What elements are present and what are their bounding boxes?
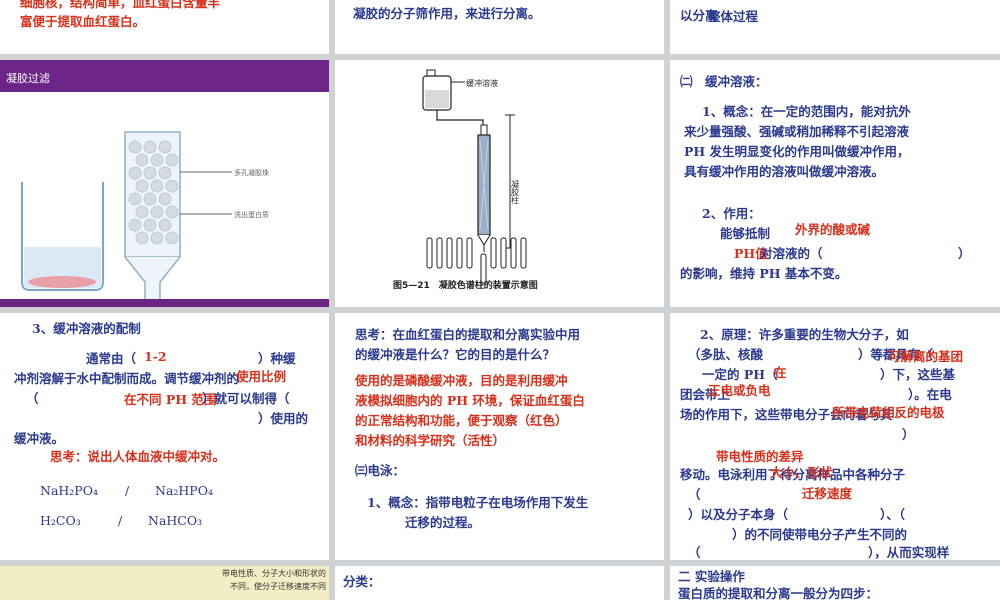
question-line-2: 的缓冲液是什么？它的目的是什么？ xyxy=(355,347,556,362)
function-answer-2: PH值 xyxy=(734,246,768,261)
answer-line-3: 的正常结构和功能，便于观察（红色） xyxy=(355,413,568,428)
slide-7[interactable]: 3、缓冲溶液的配制 通常由（ 1-2 ）种缓 冲剂溶解于水中配制而成。调节缓冲剂… xyxy=(0,313,329,560)
figure-caption: 图5—21 凝胶色谱柱的装置示意图 xyxy=(393,279,538,291)
slide-1[interactable]: 细胞核，结构简单，血红蛋白含量丰 富便于提取血红蛋白。 xyxy=(0,0,329,54)
concept-line-4: 具有缓冲作用的溶液叫做缓冲溶液。 xyxy=(684,164,885,179)
principle-line-9: （ xyxy=(688,487,701,502)
slide-2[interactable]: 凝胶的分子筛作用，来进行分离。 xyxy=(335,0,664,54)
principle-line-8: 移动。电泳利用了待分离样品中各种分子 xyxy=(680,467,906,482)
slide-3-line-1: 以分离 xyxy=(680,8,718,23)
prep-line-1-end: ）种缓 xyxy=(258,351,296,366)
slide-10[interactable]: 带电性质、分子大小和形状的 不同，使分子迁移速度不同 xyxy=(0,566,329,600)
concept-line-3: PH 发生明显变化的作用叫做缓冲作用， xyxy=(684,144,910,159)
slide-8[interactable]: 思考：在血红蛋白的提取和分离实验中用 的缓冲液是什么？它的目的是什么？ 使用的是… xyxy=(335,313,664,560)
eluate-label: 洗出蛋白质 xyxy=(234,210,269,219)
prep-line-2: 冲剂溶解于水中配制而成。调节缓冲剂的 xyxy=(14,371,240,386)
column-diagram: 缓冲溶液 凝胶柱 图5—21 凝胶色谱柱的装置示意图 xyxy=(393,69,538,291)
function-line-1: 能够抵制 xyxy=(720,226,771,241)
prep-line-4: ）使用的 xyxy=(258,411,309,426)
prep-line-3: （ xyxy=(26,391,39,406)
buffer-pair-2-b: NaHCO₃ xyxy=(148,513,203,528)
slide-2-line-1: 凝胶的分子筛作用，来进行分离。 xyxy=(353,6,541,21)
slide-4-title: 凝胶过滤 xyxy=(6,72,50,85)
buffer-pair-2-sep: / xyxy=(118,513,123,528)
slide-12[interactable]: 二 实验操作 蛋白质的提取和分离一般分为四步： xyxy=(670,566,1000,600)
slide-1-line-1: 细胞核，结构简单，血红蛋白含量丰 xyxy=(20,0,221,10)
answer-line-1: 使用的是磷酸缓冲液，目的是利用缓冲 xyxy=(355,373,568,388)
slide-10-note-2: 不同，使分子迁移速度不同 xyxy=(230,582,326,591)
principle-line-1: 2、原理：许多重要的生物大分子，如 xyxy=(700,327,909,342)
principle-answer-3: 正电或负电 xyxy=(708,383,771,398)
function-heading: 2、作用： xyxy=(702,206,761,221)
slide-1-line-2: 富便于提取血红蛋白。 xyxy=(20,14,146,29)
animation-panel: 多孔凝胶珠 洗出蛋白质 xyxy=(0,92,329,305)
slide-11[interactable]: 分类： xyxy=(335,566,664,600)
principle-line-2a: （多肽、核酸 xyxy=(688,347,764,362)
slide-5[interactable]: 缓冲溶液 凝胶柱 图5—21 凝胶色谱柱的装置示意图 xyxy=(335,60,664,307)
slide-9[interactable]: 2、原理：许多重要的生物大分子，如 （多肽、核酸 ）等都具有（ 可解离的基团 一… xyxy=(670,313,1000,560)
principle-line-4b: ）。在电 xyxy=(908,387,952,402)
buffer-pair-1-b: Na₂HPO₄ xyxy=(155,483,213,498)
function-line-3: 的影响，维持 PH 基本不变。 xyxy=(680,266,848,281)
function-line-2: 对溶液的（ xyxy=(760,246,823,261)
principle-line-12b: ），从而实现样 xyxy=(868,545,950,560)
question-line-1: 思考：在血红蛋白的提取和分离实验中用 xyxy=(355,327,581,342)
principle-line-6: ） xyxy=(902,427,915,442)
answer-line-2: 液模拟细胞内的 PH 环境，保证血红蛋白 xyxy=(355,393,585,408)
prep-line-3-end: ）就可以制得（ xyxy=(202,391,290,406)
procedure-heading: 二 实验操作 xyxy=(678,569,745,584)
principle-answer-7: 迁移速度 xyxy=(802,486,853,501)
concept-line-1: 1、概念：在一定的范围内，能对抗外 xyxy=(702,104,911,119)
principle-answer-2: 在 xyxy=(774,365,787,380)
prep-answer-3: 在不同 PH 范围 xyxy=(124,392,217,407)
function-line-2-close: ） xyxy=(958,246,971,261)
principle-line-3a: 一定的 PH（ xyxy=(702,367,778,382)
buffer-heading: ㈡ 缓冲溶液： xyxy=(680,74,768,89)
electrophoresis-heading: ㈢电泳： xyxy=(355,463,406,478)
principle-answer-6: 大小、形状 xyxy=(770,465,833,480)
buffer-pair-2-a: H₂CO₃ xyxy=(40,513,81,528)
slide-3-line-1b: 整体过程 xyxy=(708,9,759,24)
slide-4[interactable]: 凝胶过滤 多孔凝胶珠 洗出蛋白质 ⏮ xyxy=(0,60,329,307)
principle-answer-1: 可解离的基团 xyxy=(888,349,964,364)
prep-line-1: 通常由（ xyxy=(86,351,137,366)
bead-label: 多孔凝胶珠 xyxy=(234,168,269,177)
gel-filtration-illustration: 多孔凝胶珠 洗出蛋白质 xyxy=(21,131,269,305)
principle-line-3b: ）下，这些基 xyxy=(880,367,956,382)
prep-think: 思考：说出人体血液中缓冲对。 xyxy=(50,449,226,464)
slide-3[interactable]: 以分离 整体过程 xyxy=(670,0,1000,54)
prep-line-5: 缓冲液。 xyxy=(14,431,65,446)
electrophoresis-def-2: 迁移的过程。 xyxy=(405,515,481,530)
principle-line-10b: ）、（ xyxy=(880,507,906,522)
buffer-pair-1-a: NaH₂PO₄ xyxy=(40,483,98,498)
principle-line-11: ）的不同使带电分子产生不同的 xyxy=(732,527,908,542)
principle-line-5: 场的作用下，这些带电分子会向着与其 xyxy=(680,407,893,422)
classification-label: 分类： xyxy=(343,574,381,589)
buffer-pair-1-sep: / xyxy=(125,483,130,498)
prep-heading: 3、缓冲溶液的配制 xyxy=(32,321,141,336)
prep-answer-1: 1-2 xyxy=(144,349,167,364)
buffer-label: 缓冲溶液 xyxy=(466,78,498,88)
principle-line-12a: （ xyxy=(688,545,701,560)
prep-answer-2: 使用比例 xyxy=(236,369,287,384)
electrophoresis-def-1: 1、概念：指带电粒子在电场作用下发生 xyxy=(367,495,589,510)
principle-answer-5: 带电性质的差异 xyxy=(716,449,804,464)
procedure-line: 蛋白质的提取和分离一般分为四步： xyxy=(678,586,879,600)
principle-line-2b: ）等都具有（ xyxy=(858,347,934,362)
slide-10-note-1: 带电性质、分子大小和形状的 xyxy=(222,569,326,578)
principle-line-4a: 团会带上 xyxy=(680,387,731,402)
answer-line-4: 和材料的科学研究（活性） xyxy=(355,433,506,448)
principle-line-10a: ）以及分子本身（ xyxy=(688,507,789,522)
function-answer-1: 外界的酸或碱 xyxy=(795,222,871,237)
column-label: 凝胶柱 xyxy=(511,179,520,205)
principle-answer-4: 所带电荷相反的电极 xyxy=(832,405,945,420)
concept-line-2: 来少量强酸、强碱或稍加稀释不引起溶液 xyxy=(684,124,910,139)
slide-6[interactable]: ㈡ 缓冲溶液： 1、概念：在一定的范围内，能对抗外 来少量强酸、强碱或稍加稀释不… xyxy=(670,60,1000,307)
